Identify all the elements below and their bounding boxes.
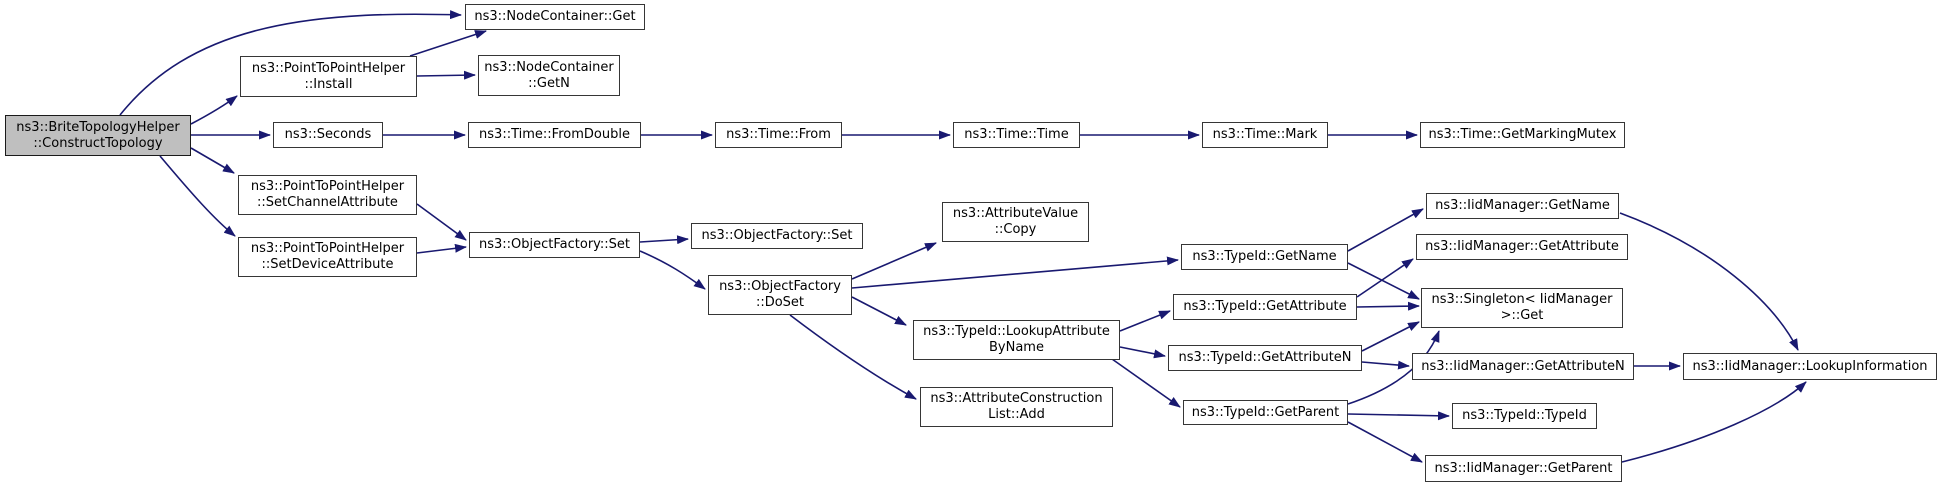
edge-objfactory_doset-to-typeid_getname <box>851 256 1179 289</box>
edge-typeid_getname-to-iid_getname <box>1347 208 1424 252</box>
edge-objfactory_set1-to-objfactory_set2 <box>639 235 689 245</box>
edge-p2p_install-to-nodecontainer_get <box>409 30 487 57</box>
node-nodecontainer-get[interactable]: ns3::NodeContainer::Get <box>465 4 645 30</box>
edge-p2p_setchannel-to-objfactory_set1 <box>416 203 467 241</box>
node-typeid-lookupattributebyname[interactable]: ns3::TypeId::LookupAttribute ByName <box>913 320 1120 360</box>
edge-typeid_getattribute-to-singleton_get <box>1356 301 1420 311</box>
node-typeid-typeid[interactable]: ns3::TypeId::TypeId <box>1452 403 1597 429</box>
edge-iid_getparent-to-iid_lookupinfo <box>1621 381 1807 463</box>
edge-typeid_getattributen-to-singleton_get <box>1361 321 1420 352</box>
edge-typeid_getparent-to-typeid_typeid <box>1347 411 1450 421</box>
edge-objfactory_doset-to-typeid_lookupattrbyname <box>851 296 907 326</box>
edge-typeid_lookupattrbyname-to-typeid_getattribute <box>1119 310 1171 332</box>
node-time-mark[interactable]: ns3::Time::Mark <box>1202 122 1328 148</box>
edge-typeid_getparent-to-iid_getparent <box>1347 421 1423 463</box>
edge-root-to-p2p_install <box>190 95 238 125</box>
node-pointtopointhelper-setchannelattribute[interactable]: ns3::PointToPointHelper ::SetChannelAttr… <box>238 175 417 215</box>
node-typeid-getparent[interactable]: ns3::TypeId::GetParent <box>1183 400 1348 425</box>
edge-objfactory_doset-to-attrconstrlist_add <box>789 314 917 400</box>
node-typeid-getattribute[interactable]: ns3::TypeId::GetAttribute <box>1173 294 1357 320</box>
edge-p2p_install-to-nodecontainer_getn <box>416 70 476 80</box>
node-objectfactory-doset[interactable]: ns3::ObjectFactory ::DoSet <box>708 275 852 315</box>
edge-objfactory_doset-to-attrvalue_copy <box>851 242 937 280</box>
edge-objfactory_set1-to-objfactory_doset <box>639 250 706 290</box>
edge-typeid_getattributen-to-iid_getattributen <box>1361 360 1410 370</box>
node-iidmanager-getattribute[interactable]: ns3::IidManager::GetAttribute <box>1416 234 1628 260</box>
node-attributevalue-copy[interactable]: ns3::AttributeValue ::Copy <box>942 202 1089 242</box>
node-time-getmarkingmutex[interactable]: ns3::Time::GetMarkingMutex <box>1420 122 1625 148</box>
edge-root-to-p2p_setchannel <box>190 147 235 174</box>
node-time-from[interactable]: ns3::Time::From <box>715 122 842 148</box>
node-objectfactory-set[interactable]: ns3::ObjectFactory::Set <box>469 232 640 258</box>
node-typeid-getattributen[interactable]: ns3::TypeId::GetAttributeN <box>1168 345 1362 371</box>
node-attributeconstructionlist-add[interactable]: ns3::AttributeConstruction List::Add <box>920 387 1113 427</box>
node-iidmanager-lookupinformation[interactable]: ns3::IidManager::LookupInformation <box>1683 353 1937 380</box>
node-singleton-iidmanager-get[interactable]: ns3::Singleton< IidManager >::Get <box>1421 288 1623 328</box>
node-pointtopointhelper-setdeviceattribute[interactable]: ns3::PointToPointHelper ::SetDeviceAttri… <box>238 237 417 277</box>
edge-root-to-p2p_setdevice <box>159 155 236 237</box>
edge-typeid_lookupattrbyname-to-typeid_getattributen <box>1119 346 1166 359</box>
node-pointtopointhelper-install[interactable]: ns3::PointToPointHelper ::Install <box>240 56 417 97</box>
edge-p2p_setdevice-to-objfactory_set1 <box>416 243 467 254</box>
edge-typeid_getattribute-to-iid_getattribute <box>1356 258 1414 298</box>
node-time-fromdouble[interactable]: ns3::Time::FromDouble <box>468 122 641 148</box>
node-time-time[interactable]: ns3::Time::Time <box>953 122 1080 148</box>
edge-typeid_getname-to-singleton_get <box>1347 262 1420 300</box>
node-iidmanager-getattributen[interactable]: ns3::IidManager::GetAttributeN <box>1412 353 1634 380</box>
node-iidmanager-getparent[interactable]: ns3::IidManager::GetParent <box>1425 455 1622 482</box>
node-seconds[interactable]: ns3::Seconds <box>273 122 383 148</box>
node-iidmanager-getname[interactable]: ns3::IidManager::GetName <box>1426 193 1619 219</box>
node-nodecontainer-getn[interactable]: ns3::NodeContainer ::GetN <box>478 55 620 96</box>
node-britetopologyhelper-constructtopology[interactable]: ns3::BriteTopologyHelper ::ConstructTopo… <box>5 115 191 156</box>
edge-iid_getname-to-iid_lookupinfo <box>1619 212 1799 351</box>
node-typeid-getname[interactable]: ns3::TypeId::GetName <box>1181 244 1348 270</box>
node-objectfactory-set-2[interactable]: ns3::ObjectFactory::Set <box>691 223 863 249</box>
